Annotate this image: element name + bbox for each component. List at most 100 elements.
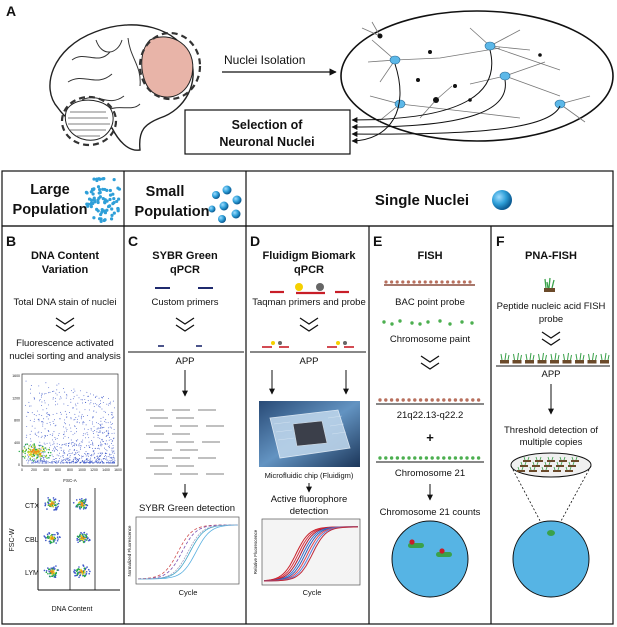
scatter-point	[65, 397, 67, 399]
scatter-point	[98, 460, 100, 462]
large-population-line1: Large	[30, 182, 70, 198]
scatter-point	[100, 443, 102, 445]
scatter-point	[91, 460, 93, 462]
bac-probe-unit	[429, 280, 433, 284]
scatter-point	[38, 459, 40, 461]
scatter-point	[99, 462, 101, 464]
scatter-point	[75, 453, 77, 455]
scatter-point	[40, 395, 42, 397]
scatter-point	[29, 392, 31, 394]
scatter-point	[106, 443, 108, 445]
scatter-point	[99, 456, 101, 458]
scatter-point	[113, 416, 115, 418]
population-dot	[117, 197, 121, 201]
scatter-point	[67, 437, 69, 439]
scatter-point	[69, 459, 71, 460]
scatter-point	[75, 443, 77, 445]
population-dot	[105, 199, 109, 203]
scatter-point	[59, 452, 60, 454]
population-point	[76, 573, 79, 576]
scatter-point	[77, 460, 79, 462]
scatter-point	[56, 450, 58, 452]
scatter-point	[51, 462, 53, 464]
scatter-point	[38, 453, 40, 456]
scatter-point	[78, 444, 80, 446]
chromosome-21-signal	[436, 552, 452, 557]
scatter-point	[113, 455, 114, 457]
scatter-point	[112, 459, 114, 461]
scatter-point	[49, 434, 51, 435]
population-dot	[91, 192, 95, 196]
scatter-point	[105, 444, 107, 446]
pna-probe-unit	[525, 360, 534, 364]
scatter-point	[40, 459, 42, 461]
population-dot	[96, 209, 100, 213]
scatter-point	[72, 407, 73, 409]
scatter-point	[94, 461, 96, 463]
scatter-point	[18, 450, 20, 453]
scatter-point	[29, 419, 31, 421]
population-point	[49, 570, 52, 573]
population-dot	[112, 197, 116, 201]
scatter-point	[72, 444, 74, 446]
scatter-point	[36, 450, 39, 453]
scatter-point	[85, 402, 86, 404]
scatter-point	[97, 423, 99, 424]
scatter-point	[38, 431, 40, 433]
pna-probe-unit	[550, 352, 560, 361]
scatter-point	[109, 457, 111, 459]
bac-probe-unit	[395, 280, 399, 284]
scatter-point	[67, 460, 69, 462]
header-row: Large Population Small Population Single…	[1, 170, 614, 227]
panel-c-amplicons	[146, 409, 224, 475]
scatter-point	[76, 459, 78, 461]
scatter-point	[32, 460, 35, 462]
population-point	[84, 539, 87, 541]
panel-b-step2-line2: nuclei sorting and analysis	[9, 351, 121, 362]
scatter-point	[88, 462, 90, 464]
scatter-point	[40, 460, 42, 462]
scatter-point	[65, 443, 67, 445]
scatter-point	[112, 461, 114, 463]
scatter-point	[40, 445, 42, 447]
scatter-point	[52, 391, 53, 393]
scatter-point	[102, 440, 104, 442]
facs-y-tick: 1200	[12, 396, 20, 400]
scatter-point	[108, 446, 109, 448]
scatter-point	[48, 457, 50, 459]
scatter-point	[73, 443, 75, 445]
pna-zoom-probe	[559, 460, 567, 462]
scatter-point	[98, 431, 100, 433]
scatter-point	[81, 402, 83, 404]
scatter-point	[113, 428, 115, 430]
scatter-point	[42, 409, 44, 411]
scatter-point	[110, 457, 112, 459]
scatter-point	[72, 462, 74, 464]
scatter-point	[78, 445, 80, 447]
scatter-point	[100, 403, 101, 405]
panel-d: D Fluidigm Biomark qPCR Taqman primers a…	[250, 233, 366, 597]
population-point	[82, 499, 84, 502]
scatter-point	[68, 450, 70, 452]
population-dot	[92, 198, 97, 202]
population-point	[49, 500, 51, 502]
scatter-point	[42, 452, 44, 454]
bac-probe-unit	[468, 280, 472, 284]
scatter-point	[82, 421, 84, 423]
scatter-point	[74, 413, 76, 415]
scatter-point	[49, 454, 51, 457]
scatter-point	[105, 431, 107, 432]
scatter-point	[61, 444, 63, 446]
scatter-point	[111, 451, 113, 453]
scatter-point	[30, 405, 32, 407]
scatter-point	[37, 448, 39, 451]
scatter-point	[74, 443, 76, 445]
scatter-point	[55, 404, 57, 406]
scatter-point	[99, 444, 101, 446]
scatter-point	[28, 456, 30, 457]
scatter-point	[49, 422, 51, 423]
scatter-point	[73, 450, 75, 451]
scatter-point	[69, 412, 71, 414]
scatter-point	[70, 390, 72, 392]
scatter-point	[58, 460, 60, 462]
